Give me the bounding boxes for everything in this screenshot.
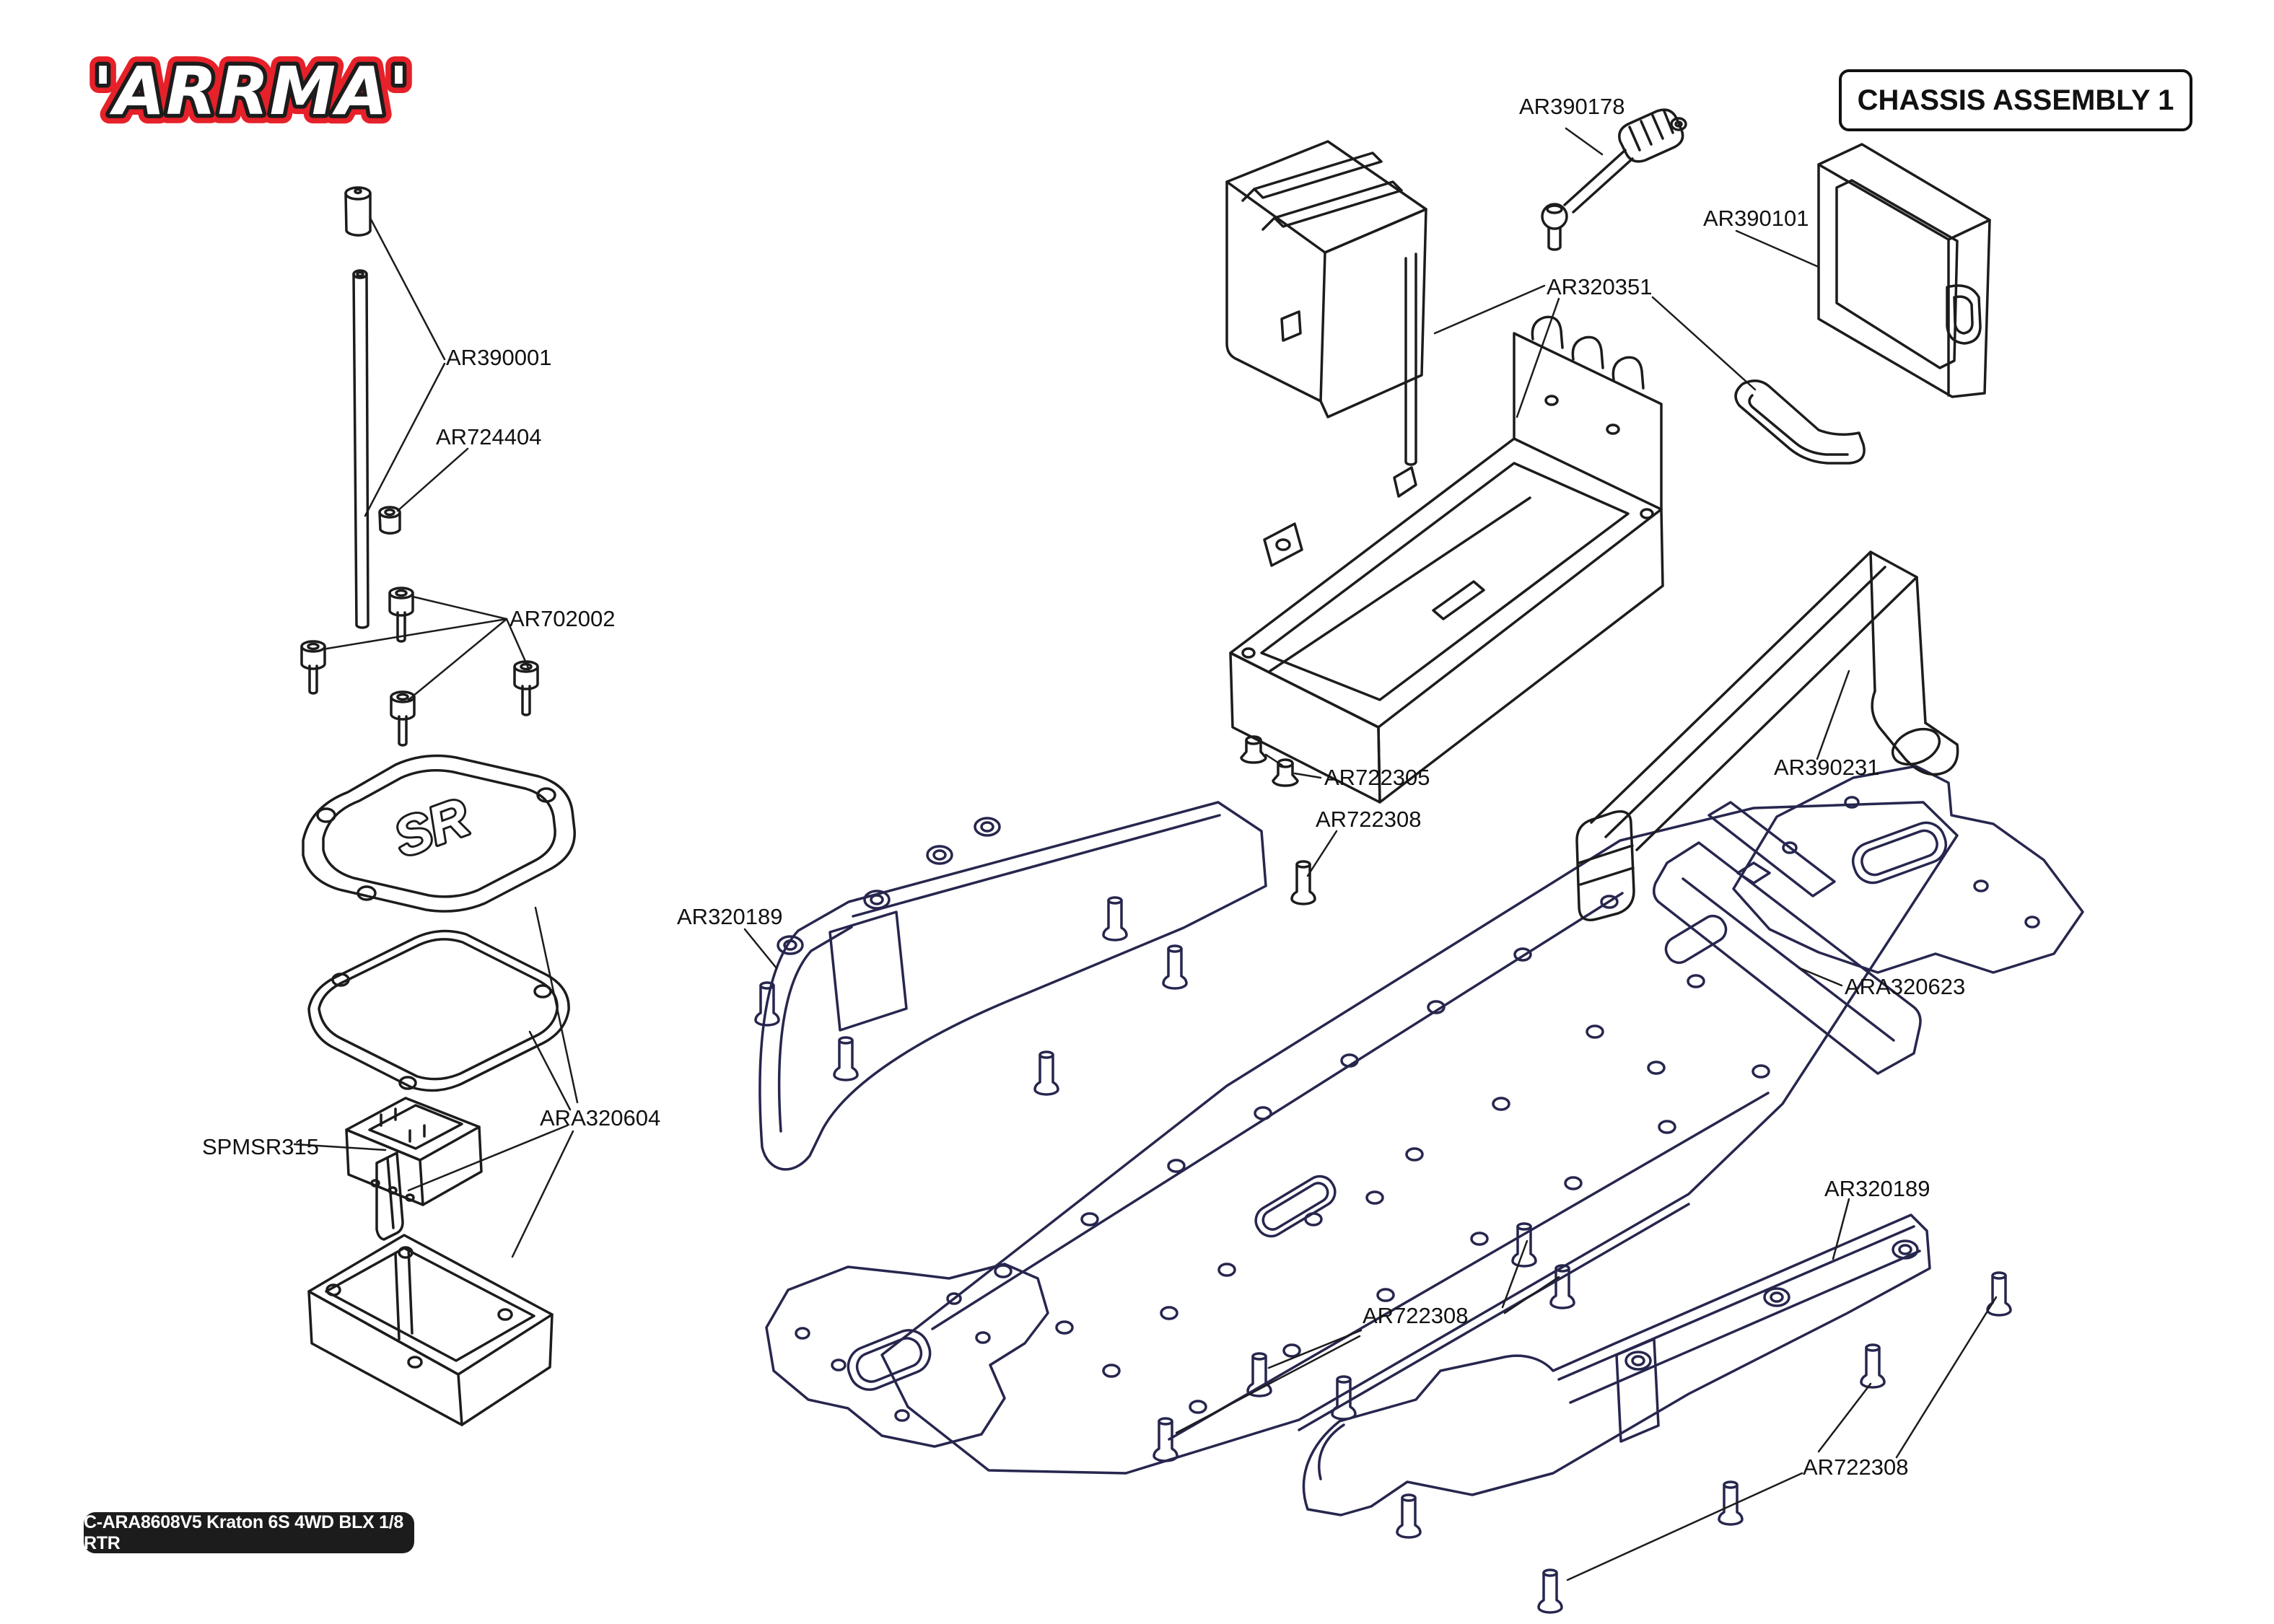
- chassis-holes: [994, 895, 1770, 1414]
- arrma-logo-text: 'ARRMA': [93, 53, 410, 130]
- part-label-ar390001: AR390001: [446, 345, 552, 370]
- part-label-ar320189_left: AR320189: [677, 904, 783, 929]
- part-label-ar390231: AR390231: [1774, 755, 1880, 780]
- battery-strap: [1575, 550, 1959, 921]
- receiver-box-tray: [307, 1234, 554, 1426]
- black-parts-group: SR: [300, 108, 1991, 1426]
- rear-brace-plate: [1732, 765, 2084, 974]
- receiver-box-cover: SR: [302, 754, 576, 913]
- esc-case: [1225, 140, 1427, 466]
- part-label-ar390178: AR390178: [1519, 94, 1625, 119]
- part-label-ar722308_mid: AR722308: [1363, 1303, 1469, 1328]
- antenna-mount-linkage: [1541, 108, 1687, 251]
- part-label-ar702002: AR702002: [510, 606, 616, 631]
- cover-sr-logo-text: SR: [387, 786, 477, 868]
- sheet-title-box: CHASSIS ASSEMBLY 1: [1839, 69, 2192, 131]
- battery-tray: [1229, 315, 1664, 804]
- right-side-guard: [1653, 801, 1922, 1075]
- chassis-plate-group: [754, 765, 2084, 1614]
- part-label-ar724404: AR724404: [436, 424, 542, 449]
- part-label-ar722308_top: AR722308: [1316, 807, 1422, 832]
- receiver-box-lid: [1817, 143, 1991, 398]
- part-label-ar722308_br: AR722308: [1803, 1454, 1909, 1480]
- part-label-ar320351: AR320351: [1547, 274, 1653, 299]
- receiver-unit: [345, 1097, 483, 1206]
- part-label-ar722305: AR722305: [1324, 765, 1430, 790]
- chassis-pins: [754, 896, 2012, 1614]
- part-label-ara320623: ARA320623: [1845, 974, 1966, 999]
- battery-hook-clip: [1734, 379, 1866, 465]
- leader-lines: [293, 127, 1998, 1581]
- part-label-ar390101: AR390101: [1703, 206, 1809, 231]
- model-id-text: C-ARA8608V5 Kraton 6S 4WD BLX 1/8 RTR: [84, 1511, 404, 1553]
- antenna-tube: [352, 269, 369, 629]
- nut: [378, 506, 401, 535]
- sheet-title: CHASSIS ASSEMBLY 1: [1857, 84, 2174, 116]
- part-label-spmsr315: SPMSR315: [202, 1134, 319, 1159]
- front-brace-plate: [765, 1263, 1049, 1448]
- antenna-cap: [344, 186, 372, 237]
- part-label-ara320604: ARA320604: [540, 1105, 661, 1131]
- arrma-logo: 'ARRMA' 'ARRMA': [84, 43, 419, 139]
- left-side-guard: [758, 801, 1267, 1171]
- chassis-plate: [880, 801, 1959, 1475]
- rear-mud-guard: [1302, 1213, 1931, 1517]
- foam-block: [375, 1151, 404, 1241]
- receiver-box-gasket: [307, 929, 570, 1092]
- cap-screws: [300, 587, 539, 747]
- arrma-logo-outline: 'ARRMA': [93, 53, 410, 130]
- model-id-box: C-ARA8608V5 Kraton 6S 4WD BLX 1/8 RTR: [84, 1512, 414, 1553]
- part-label-ar320189_br: AR320189: [1824, 1176, 1930, 1201]
- grommets: [777, 817, 1919, 1371]
